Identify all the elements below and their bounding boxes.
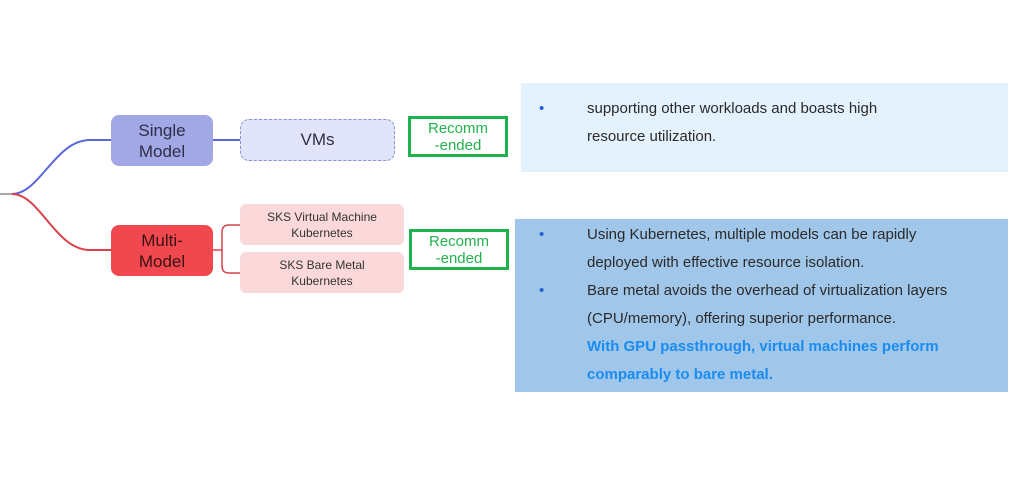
single-model-label-line2: Model xyxy=(138,141,186,161)
single-note-line1: supporting other workloads and boasts hi… xyxy=(587,100,878,117)
multi-recommended-label: Recomm -ended xyxy=(428,232,489,267)
multi-note2-line2: (CPU/memory), offering superior performa… xyxy=(587,310,896,327)
bullet-icon: • xyxy=(539,226,545,243)
multi-to-sks-bm-line xyxy=(221,250,240,274)
sks-vm-label-line1: SKS Virtual Machine xyxy=(267,209,377,224)
multi-model-label-line1: Multi- xyxy=(141,230,183,250)
sks-bare-metal-node[interactable]: SKS Bare Metal Kubernetes xyxy=(240,252,404,293)
multi-model-node[interactable]: Multi- Model xyxy=(111,225,213,276)
single-recommended-badge: Recomm -ended xyxy=(408,116,508,157)
bullet-icon: • xyxy=(539,282,545,299)
multi-note2-line1: Bare metal avoids the overhead of virtua… xyxy=(587,282,948,299)
multi-model-notes-panel: • Using Kubernetes, multiple models can … xyxy=(515,219,1008,392)
single-model-node[interactable]: Single Model xyxy=(111,115,213,166)
multi-recommended-badge: Recomm -ended xyxy=(409,229,509,270)
multi-to-sks-vm-line xyxy=(213,224,240,251)
single-recommended-label: Recomm -ended xyxy=(427,119,488,154)
single-model-notes-panel: • supporting other workloads and boasts … xyxy=(521,83,1008,172)
sks-bm-label-line2: Kubernetes xyxy=(291,273,353,288)
multi-model-label-line2: Model xyxy=(138,251,186,271)
sks-vm-label-line2: Kubernetes xyxy=(291,225,353,240)
multi-note1-line1: Using Kubernetes, multiple models can be… xyxy=(587,226,917,243)
branch-multi-line xyxy=(11,193,111,251)
vms-label: VMs xyxy=(300,130,335,149)
bullet-icon: • xyxy=(539,100,545,117)
sks-virtual-machine-node[interactable]: SKS Virtual Machine Kubernetes xyxy=(240,204,404,245)
gpu-passthrough-highlight-line1: With GPU passthrough, virtual machines p… xyxy=(587,338,939,355)
gpu-passthrough-highlight-line2: comparably to bare metal. xyxy=(587,366,773,383)
single-model-label-line1: Single xyxy=(138,120,186,140)
branch-single-line xyxy=(11,139,111,195)
multi-note1-line2: deployed with effective resource isolati… xyxy=(587,254,865,271)
vms-node[interactable]: VMs xyxy=(240,119,395,161)
single-note-line2: resource utilization. xyxy=(587,128,717,145)
sks-bm-label-line1: SKS Bare Metal xyxy=(279,257,365,272)
